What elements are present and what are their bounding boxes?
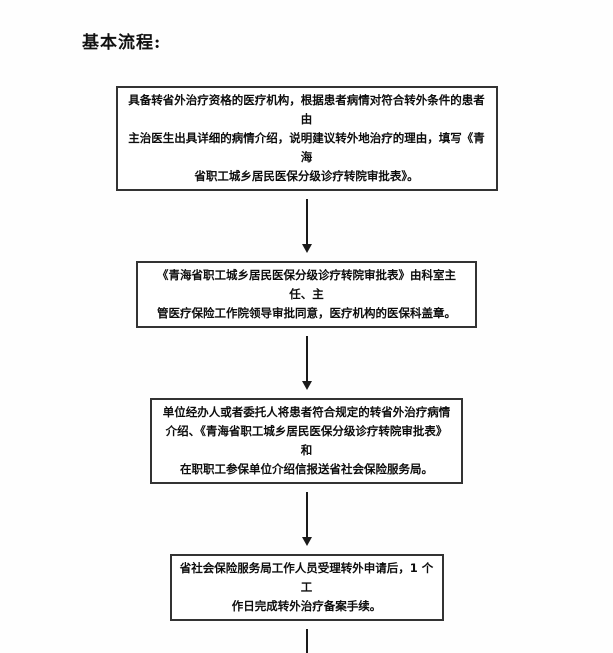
arrow-down-icon	[302, 629, 312, 653]
arrow-head	[301, 381, 312, 390]
arrow-line	[305, 336, 308, 381]
arrow-down-icon	[301, 199, 312, 253]
flow-step-4-text: 省社会保险服务局工作人员受理转外申请后，1 个工 作日完成转外治疗备案手续。	[179, 561, 434, 613]
flow-step-1-text: 具备转省外治疗资格的医疗机构，根据患者病情对符合转外条件的患者由 主治医生出具详…	[128, 93, 485, 183]
flow-step-2-text: 《青海省职工城乡居民医保分级诊疗转院审批表》由科室主任、主 管医疗保险工作院领导…	[157, 268, 456, 320]
page-title: 基本流程:	[82, 33, 162, 53]
flow-step-1: 具备转省外治疗资格的医疗机构，根据患者病情对符合转外条件的患者由 主治医生出具详…	[115, 86, 498, 191]
arrow-line	[305, 199, 308, 244]
flow-step-2: 《青海省职工城乡居民医保分级诊疗转院审批表》由科室主任、主 管医疗保险工作院领导…	[136, 261, 477, 328]
arrow-head	[301, 244, 312, 253]
arrow-down-icon	[301, 492, 312, 546]
arrow-down-icon	[301, 336, 312, 390]
arrow-head	[301, 537, 312, 546]
flow-step-4: 省社会保险服务局工作人员受理转外申请后，1 个工 作日完成转外治疗备案手续。	[169, 554, 444, 621]
flow-step-3: 单位经办人或者委托人将患者符合规定的转省外治疗病情 介绍、《青海省职工城乡居民医…	[150, 398, 463, 484]
flow-step-3-text: 单位经办人或者委托人将患者符合规定的转省外治疗病情 介绍、《青海省职工城乡居民医…	[162, 405, 451, 476]
flowchart: 具备转省外治疗资格的医疗机构，根据患者病情对符合转外条件的患者由 主治医生出具详…	[0, 86, 613, 653]
arrow-line	[305, 629, 308, 653]
arrow-line	[305, 492, 308, 537]
